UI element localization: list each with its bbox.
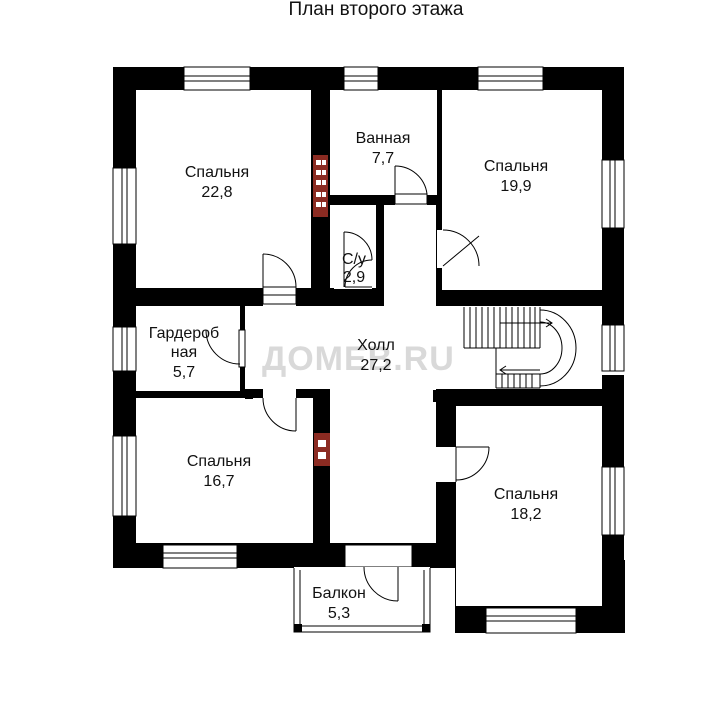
wardrobe-area: 5,7 [173,364,195,381]
bathroom-area: 7,7 [372,150,394,167]
floor-hall-corridor-south [330,380,436,543]
door-swings [205,165,490,602]
chimney-south [314,433,330,466]
floor-hall-corridor-north [384,205,436,315]
window-west-3 [112,435,137,517]
floor-bedroom-sw [136,398,313,543]
door-bedroom-ne [442,229,480,267]
door-wardrobe-leaf [205,329,246,368]
bedroom-ne-name: Спальня [484,158,548,175]
balcony-name: Балкон [312,585,366,602]
floor-bedroom-ne [442,90,602,290]
hall-area: 27,2 [360,357,391,374]
bedroom-se-area: 18,2 [510,506,541,523]
hall-name: Холл [357,337,395,354]
window-south-1 [162,544,238,569]
windows [112,66,625,634]
wc-area: 2,9 [343,269,365,286]
window-north-2 [343,66,379,91]
door-bathroom [394,165,428,205]
floor-bathroom [330,90,437,195]
door-bedroom-nw [262,253,297,305]
floor-wardrobe [136,306,240,391]
staircase [463,306,577,389]
floor-bedroom-se [456,406,602,606]
window-east-3 [601,466,625,536]
page-title: План второго этажа [288,0,464,20]
window-east-2 [601,324,625,372]
room-floors [136,90,602,606]
window-west-2 [112,326,137,372]
wardrobe-name-line1: Гардероб [149,325,219,342]
door-bedroom-se-leaf [455,446,490,481]
watermark: ДОМЕВ.RU [262,340,455,378]
window-south-2 [485,607,577,634]
window-north-3 [477,66,544,91]
bedroom-se-name: Спальня [494,486,558,503]
window-north-1 [183,66,251,91]
window-west-1 [112,167,137,245]
balcony [293,544,431,633]
bedroom-nw-name: Спальня [185,164,249,181]
door-bedroom-sw [262,397,297,432]
bedroom-nw-area: 22,8 [201,184,232,201]
door-bedroom-se [455,447,457,482]
door-wc-leaf [343,231,373,287]
window-east-1 [601,159,625,229]
bedroom-sw-area: 16,7 [203,473,234,490]
wc-name: С/у [342,251,366,268]
balcony-area: 5,3 [328,605,350,622]
bedroom-sw-name: Спальня [187,453,251,470]
door-balcony [363,566,399,602]
room-labels: Спальня 22,8 Ванная 7,7 С/у 2,9 Спальня … [149,130,558,622]
bedroom-ne-area: 19,9 [500,178,531,195]
door-wc [344,259,373,288]
wardrobe-name-line2: ная [171,344,197,361]
chimney-north [313,155,328,217]
bathroom-name: Ванная [356,130,411,147]
floor-bedroom-nw [136,90,311,288]
